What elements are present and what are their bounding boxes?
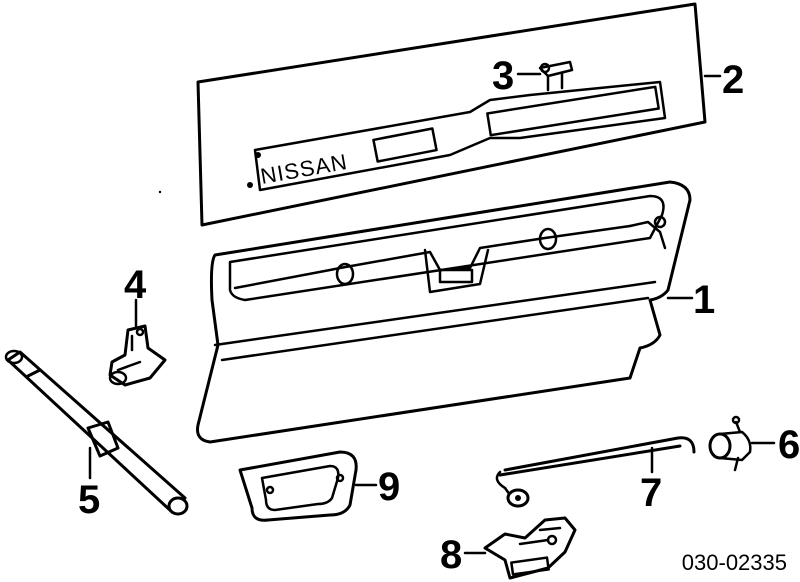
diagram-part-number: 030-02335 bbox=[682, 550, 787, 575]
callout-5: 5 bbox=[78, 478, 100, 522]
tailgate-body[interactable] bbox=[196, 180, 692, 444]
leader-lines bbox=[88, 72, 776, 555]
callout-8: 8 bbox=[440, 533, 462, 577]
latch-assembly[interactable] bbox=[483, 516, 577, 580]
callout-1: 1 bbox=[693, 278, 715, 322]
trim-panel[interactable]: NISSAN bbox=[196, 2, 707, 227]
callout-2: 2 bbox=[722, 58, 744, 102]
callout-6: 6 bbox=[778, 423, 800, 467]
callout-7: 7 bbox=[640, 471, 662, 515]
panel-clip[interactable] bbox=[538, 60, 574, 92]
hinge-bracket[interactable] bbox=[108, 324, 167, 387]
handle-bezel[interactable] bbox=[238, 450, 358, 522]
dot-mark bbox=[158, 190, 162, 194]
callout-3: 3 bbox=[492, 54, 514, 98]
callout-9: 9 bbox=[378, 465, 400, 509]
support-rod[interactable] bbox=[4, 349, 189, 516]
callout-4: 4 bbox=[124, 263, 147, 307]
lock-rod[interactable] bbox=[495, 436, 696, 508]
lock-cylinder[interactable] bbox=[708, 415, 752, 472]
